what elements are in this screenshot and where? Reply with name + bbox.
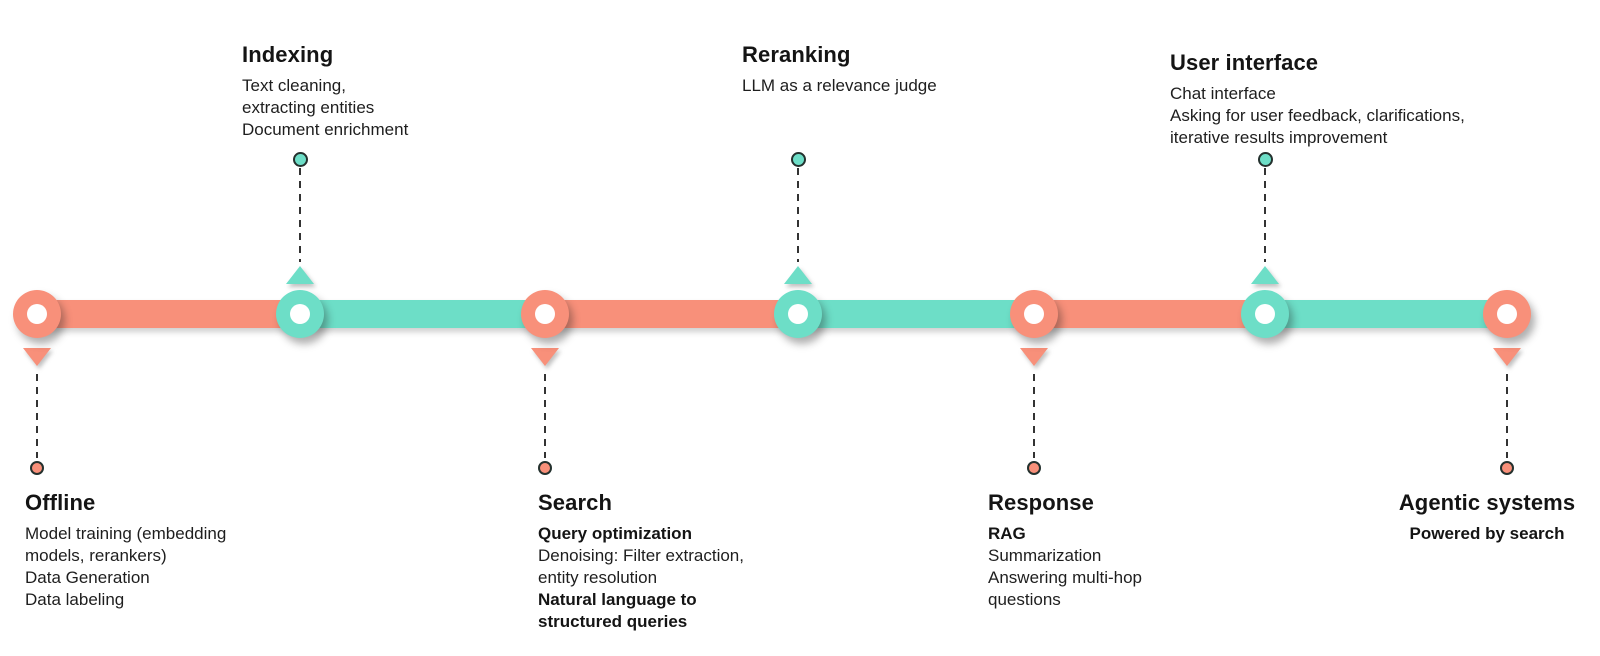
stage-description-line: extracting entities <box>242 98 375 117</box>
stage-description-line: Data labeling <box>25 590 125 609</box>
dashed-connector-line <box>797 168 799 262</box>
stage-description-line: Powered by search <box>1409 524 1565 543</box>
stage-description: Model training (embedding models, reranke… <box>25 523 226 611</box>
stage-description-line: RAG <box>988 524 1026 543</box>
connector-endpoint-dot <box>1027 461 1041 475</box>
dashed-connector-line <box>299 168 301 262</box>
stage-description-line: iterative results improvement <box>1170 128 1388 147</box>
connector-endpoint-dot <box>538 461 552 475</box>
connector-endpoint-dot <box>1257 151 1273 167</box>
connector-endpoint-dot <box>790 151 806 167</box>
timeline-node <box>276 290 324 338</box>
stage-description-line: Model training (embedding <box>25 524 227 543</box>
timeline-bar-segment <box>545 300 798 328</box>
stage-description-line: Query optimization <box>538 524 692 543</box>
timeline-node <box>13 290 61 338</box>
stage-description-line: Text cleaning, <box>242 76 346 95</box>
timeline-bar-segment <box>1034 300 1265 328</box>
timeline-node-hole <box>1024 304 1044 324</box>
timeline-bar-segment <box>30 300 300 328</box>
triangle-down-icon <box>531 348 559 366</box>
timeline-node-hole <box>27 304 47 324</box>
stage-description-line: Document enrichment <box>242 120 409 139</box>
connector-endpoint-dot <box>1500 461 1514 475</box>
connector-endpoint-dot <box>30 461 44 475</box>
stage-description-line: models, rerankers) <box>25 546 167 565</box>
dashed-connector-line <box>1264 168 1266 262</box>
timeline-bar-segment <box>798 300 1034 328</box>
stage-description: Powered by search <box>1372 523 1600 545</box>
stage-description-line: Denoising: Filter extraction, <box>538 546 744 565</box>
stage-title: Response <box>988 490 1094 515</box>
stage-description-line: structured queries <box>538 612 688 631</box>
triangle-up-icon <box>286 266 314 284</box>
stage-description-line: Asking for user feedback, clarifications… <box>1170 106 1465 125</box>
timeline-node <box>1241 290 1289 338</box>
timeline-bar <box>30 300 1510 328</box>
timeline-node-hole <box>1497 304 1517 324</box>
timeline-bar-segment <box>300 300 545 328</box>
stage-description-line: questions <box>988 590 1061 609</box>
stage-description-line: Answering multi-hop <box>988 568 1143 587</box>
triangle-up-icon <box>1251 266 1279 284</box>
timeline-node <box>1483 290 1531 338</box>
triangle-down-icon <box>1493 348 1521 366</box>
timeline-node <box>1010 290 1058 338</box>
timeline-node-hole <box>788 304 808 324</box>
stage-description-line: entity resolution <box>538 568 658 587</box>
timeline-node-hole <box>290 304 310 324</box>
stage-label: Indexing Text cleaning, extracting entiti… <box>242 42 408 141</box>
triangle-up-icon <box>784 266 812 284</box>
stage-title: User interface <box>1170 50 1319 75</box>
dashed-connector-line <box>1506 374 1508 458</box>
stage-description-line: Natural language to <box>538 590 697 609</box>
timeline-node <box>521 290 569 338</box>
stage-title: Offline <box>25 490 96 515</box>
stage-label: Agentic systems Powered by search <box>1372 490 1600 545</box>
stage-description-line: Chat interface <box>1170 84 1276 103</box>
stage-description-line: LLM as a relevance judge <box>742 76 937 95</box>
stage-label: Offline Model training (embedding models,… <box>25 490 226 611</box>
triangle-down-icon <box>23 348 51 366</box>
timeline-bar-segment <box>1265 300 1510 328</box>
timeline-node-hole <box>535 304 555 324</box>
stage-description-line: Summarization <box>988 546 1102 565</box>
dashed-connector-line <box>544 374 546 458</box>
dashed-connector-line <box>36 374 38 458</box>
connector-endpoint-dot <box>292 151 308 167</box>
triangle-down-icon <box>1020 348 1048 366</box>
stage-label: Reranking LLM as a relevance judge <box>742 42 937 97</box>
dashed-connector-line <box>1033 374 1035 458</box>
stage-title: Agentic systems <box>1398 490 1576 515</box>
stage-title: Indexing <box>242 42 334 67</box>
stage-title: Reranking <box>742 42 851 67</box>
timeline-node-hole <box>1255 304 1275 324</box>
stage-description-line: Data Generation <box>25 568 150 587</box>
timeline-node <box>774 290 822 338</box>
stage-description: LLM as a relevance judge <box>742 75 937 97</box>
stage-title: Search <box>538 490 612 515</box>
